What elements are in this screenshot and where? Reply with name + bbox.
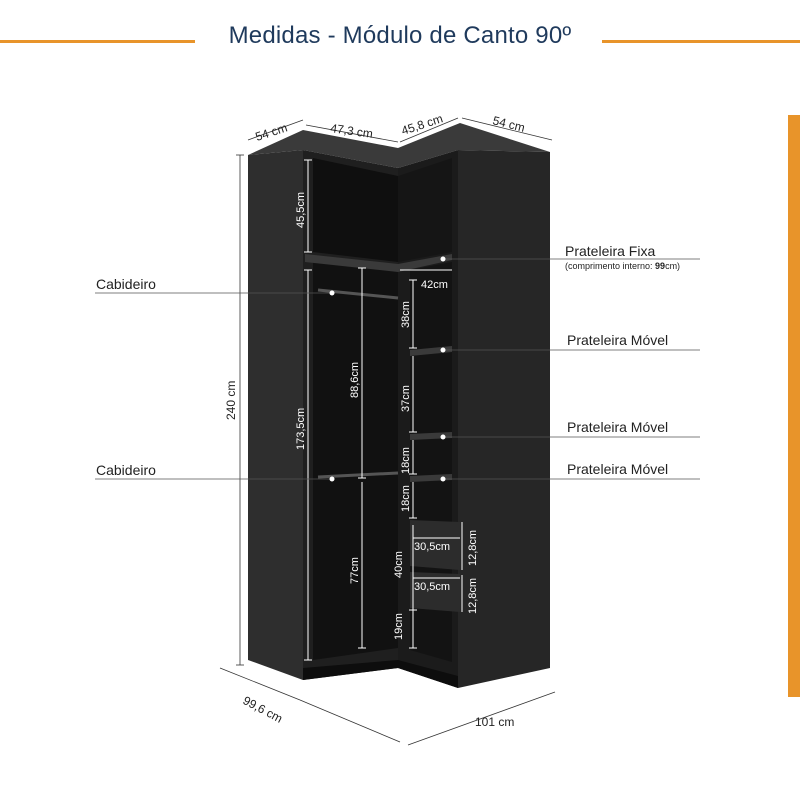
cabinet-left-side	[248, 150, 303, 680]
cabinet-base	[303, 660, 458, 688]
dim-hanging-total: 173,5cm	[295, 408, 307, 450]
callout-prateleira-movel-2: Prateleira Móvel	[567, 419, 668, 435]
dim-gap-38: 38cm	[400, 301, 412, 328]
dim-hanging-upper: 88,6cm	[349, 362, 361, 398]
callout-cabideiro-top: Cabideiro	[96, 276, 156, 292]
dim-top-width-left: 47,3 cm	[330, 121, 374, 141]
dim-gap-19: 19cm	[393, 613, 405, 640]
drawer-1	[410, 520, 460, 570]
callout-dots	[329, 256, 446, 482]
title-rule-left	[0, 40, 195, 43]
callout-cabideiro-bottom: Cabideiro	[96, 462, 156, 478]
dim-gap-37: 37cm	[400, 385, 412, 412]
cabinet-top	[248, 123, 550, 168]
callout-prateleira-movel-3: Prateleira Móvel	[567, 461, 668, 477]
dim-shelf-width: 42cm	[421, 279, 448, 291]
upper-compartment-left	[313, 158, 398, 262]
exterior-dimensions	[219, 117, 556, 746]
title-rule-right	[602, 40, 800, 43]
dim-drawer-width-2: 30,5cm	[414, 581, 450, 593]
cabinet	[248, 123, 550, 688]
hanging-rod-bottom	[317, 471, 399, 479]
note-prefix: (comprimento interno:	[565, 261, 655, 271]
interior-dimension-ticks	[304, 159, 417, 661]
fixed-shelf	[305, 254, 452, 272]
page-title: Medidas - Módulo de Canto 90º	[228, 22, 572, 49]
dim-gap-18a: 18cm	[400, 447, 412, 474]
interior-dimension-lines	[307, 160, 463, 660]
dim-base-left: 99,6 cm	[241, 693, 285, 725]
dim-drawer-width-1: 30,5cm	[414, 541, 450, 553]
dim-upper-compartment: 45,5cm	[295, 192, 307, 228]
note-value: 99	[655, 261, 665, 271]
callout-prateleira-movel-1: Prateleira Móvel	[567, 332, 668, 348]
drawer-2	[410, 572, 460, 612]
dim-hanging-lower: 77cm	[349, 557, 361, 584]
dim-drawer-height-2: 12,8cm	[467, 578, 479, 614]
hanging-compartment	[313, 258, 398, 660]
accent-side-bar	[788, 115, 800, 697]
callout-prateleira-fixa-note: (comprimento interno: 99cm)	[565, 261, 680, 271]
note-suffix: cm)	[665, 261, 680, 271]
dim-height-total: 240 cm	[224, 381, 238, 420]
dim-gap-40: 40cm	[393, 551, 405, 578]
cabinet-right-side	[458, 150, 550, 688]
dim-drawer-height-1: 12,8cm	[467, 530, 479, 566]
dim-top-depth-right: 54 cm	[491, 113, 526, 134]
dim-gap-18b: 18cm	[400, 485, 412, 512]
callout-prateleira-fixa: Prateleira Fixa	[565, 243, 655, 259]
upper-compartment-right	[398, 158, 452, 262]
callout-leaders	[95, 258, 700, 480]
dim-base-right: 101 cm	[475, 715, 514, 729]
